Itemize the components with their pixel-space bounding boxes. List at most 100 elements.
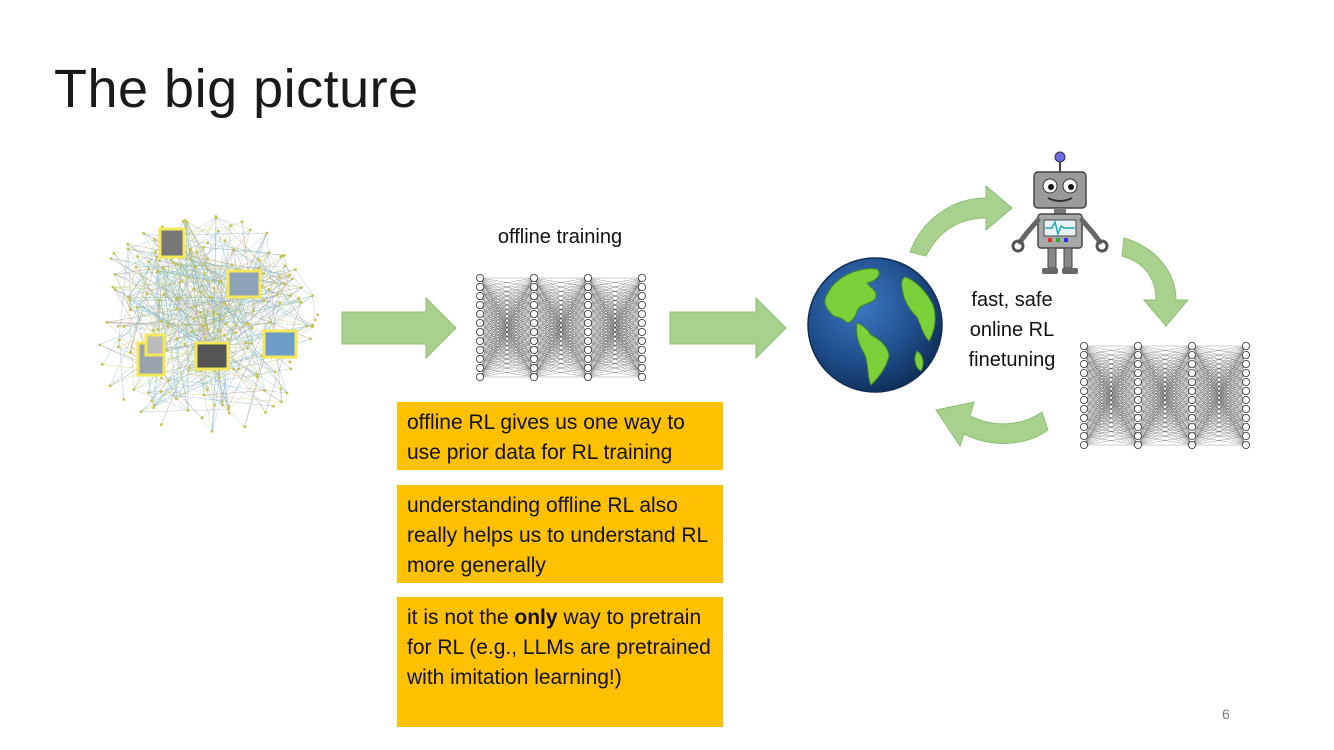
nn-edge xyxy=(479,277,535,378)
nn-node xyxy=(1134,350,1143,359)
graph-node xyxy=(230,263,234,267)
nn-edge xyxy=(1137,372,1193,446)
nn-edge xyxy=(533,367,589,378)
nn-edge xyxy=(479,277,535,315)
graph-node xyxy=(126,247,130,251)
nn-edge xyxy=(1191,345,1247,419)
graph-node xyxy=(158,258,161,262)
nn-node xyxy=(584,300,593,309)
nn-edge xyxy=(1083,426,1139,446)
nn-node xyxy=(530,291,539,300)
graph-edge xyxy=(133,323,249,390)
graph-node xyxy=(282,253,286,257)
graph-node xyxy=(262,272,266,275)
graph-node xyxy=(174,262,178,266)
nn-edge xyxy=(1137,345,1193,410)
graph-node xyxy=(151,329,155,332)
nn-edge xyxy=(533,322,589,378)
graph-edge xyxy=(130,256,157,353)
graph-node xyxy=(139,410,143,414)
graph-node xyxy=(105,320,109,324)
nn-edge xyxy=(587,349,643,378)
graph-node xyxy=(264,411,267,414)
graph-node xyxy=(214,215,218,218)
nn-node xyxy=(1188,441,1197,450)
nn-edge xyxy=(1191,426,1247,446)
graph-node xyxy=(126,242,130,246)
nn-edge xyxy=(533,277,589,342)
graph-edge xyxy=(111,258,222,282)
nn-edge xyxy=(1083,345,1139,374)
nn-edge xyxy=(1137,345,1193,356)
nn-edge xyxy=(587,295,643,378)
nn-edge xyxy=(587,277,643,342)
graph-node xyxy=(310,325,314,329)
nn-edge xyxy=(479,277,535,324)
graph-edge xyxy=(148,261,276,373)
graph-node xyxy=(98,343,101,347)
nn-edge xyxy=(533,295,589,378)
graph-edge xyxy=(161,391,282,403)
nn-edge xyxy=(479,277,535,360)
graph-node xyxy=(245,321,248,325)
nn-node xyxy=(1241,423,1250,432)
graph-node xyxy=(100,363,104,366)
nn-node xyxy=(637,300,646,309)
graph-edge xyxy=(148,268,302,303)
graph-edge xyxy=(160,217,217,322)
graph-node xyxy=(192,316,196,320)
graph-node xyxy=(224,322,228,326)
nn-edge xyxy=(1191,363,1247,446)
nn-node xyxy=(1080,405,1088,414)
nn-edge xyxy=(1137,345,1193,419)
nn-edge xyxy=(1083,363,1139,446)
graph-node xyxy=(146,391,150,395)
graph-node xyxy=(212,403,216,407)
nn-node xyxy=(530,319,539,328)
graph-edge xyxy=(284,265,302,288)
graph-edge xyxy=(176,258,208,300)
graph-edge xyxy=(266,233,282,402)
nn-node xyxy=(476,310,484,319)
graph-edge xyxy=(176,232,267,400)
nn-edge xyxy=(1191,345,1247,356)
nn-edge xyxy=(1191,345,1247,365)
graph-node xyxy=(155,271,159,274)
nn-node xyxy=(1188,368,1197,377)
graph-node xyxy=(212,286,216,290)
graph-node xyxy=(289,367,293,371)
graph-node xyxy=(122,398,126,401)
graph-node xyxy=(250,326,254,330)
curved-arrow-icon xyxy=(1121,237,1190,327)
graph-node xyxy=(201,316,205,320)
nn-node xyxy=(530,328,539,337)
box-text: way to pretrain for RL (e.g., LLMs are p… xyxy=(407,606,711,689)
graph-edge xyxy=(216,217,251,230)
nn-edge xyxy=(1137,345,1193,401)
nn-edge xyxy=(1137,435,1193,446)
nn-edge xyxy=(533,277,589,351)
graph-node xyxy=(279,387,283,391)
nn-node xyxy=(1188,387,1197,396)
graph-node xyxy=(216,229,220,233)
nn-edge xyxy=(1083,399,1139,446)
graph-node xyxy=(237,367,241,371)
nn-node xyxy=(1188,414,1197,423)
nn-edge xyxy=(587,277,643,297)
graph-node xyxy=(222,302,226,305)
nn-node xyxy=(1241,368,1250,377)
graph-edge xyxy=(140,370,201,412)
nn-edge xyxy=(533,331,589,378)
nn-node xyxy=(1241,342,1250,350)
graph-edge xyxy=(201,249,234,293)
nn-edge xyxy=(533,340,589,378)
graph-node xyxy=(161,266,165,270)
info-box: understanding offline RL also really hel… xyxy=(397,485,723,583)
arrow-right-icon xyxy=(669,296,787,360)
graph-node xyxy=(234,323,238,327)
graph-node xyxy=(166,324,170,328)
nn-edge xyxy=(1137,345,1193,392)
graph-node xyxy=(257,258,261,262)
image-thumbnail xyxy=(144,333,166,357)
graph-node xyxy=(223,333,226,337)
